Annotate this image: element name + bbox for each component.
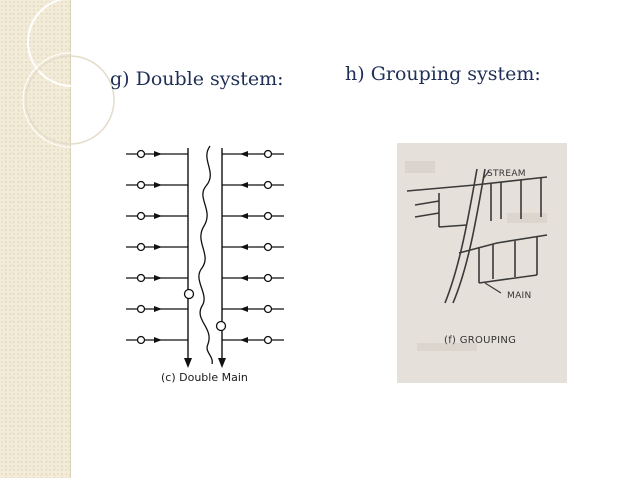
grouping-system-heading: h) Grouping system: (345, 63, 541, 85)
left-arrowheads (154, 151, 162, 343)
grouping-diagram (397, 143, 567, 383)
decorative-side-panel (0, 0, 71, 478)
natural-stream (198, 145, 213, 365)
left-main-arrowhead (184, 358, 192, 368)
left-outlet-circles (136, 149, 146, 345)
main-label: MAIN (507, 291, 532, 301)
crossing-circle-upper (183, 288, 195, 300)
double-main-caption: (c) Double Main (161, 371, 248, 384)
stream-pointer (482, 170, 490, 180)
grouping-caption: (f) GROUPING (444, 335, 517, 346)
crossing-circle-lower (215, 320, 227, 332)
upper-canal-network (406, 176, 548, 228)
main-pointer (484, 282, 502, 294)
double-system-heading: g) Double system: (110, 68, 284, 90)
right-outlet-circles (263, 149, 273, 345)
right-main-arrowhead (218, 358, 226, 368)
right-distributaries (222, 153, 284, 341)
double-main-diagram (118, 138, 300, 390)
decorative-circles (22, 0, 118, 148)
stream-label: STREAM (487, 169, 526, 179)
lower-canal-network (458, 234, 548, 284)
right-arrowheads (240, 151, 248, 343)
